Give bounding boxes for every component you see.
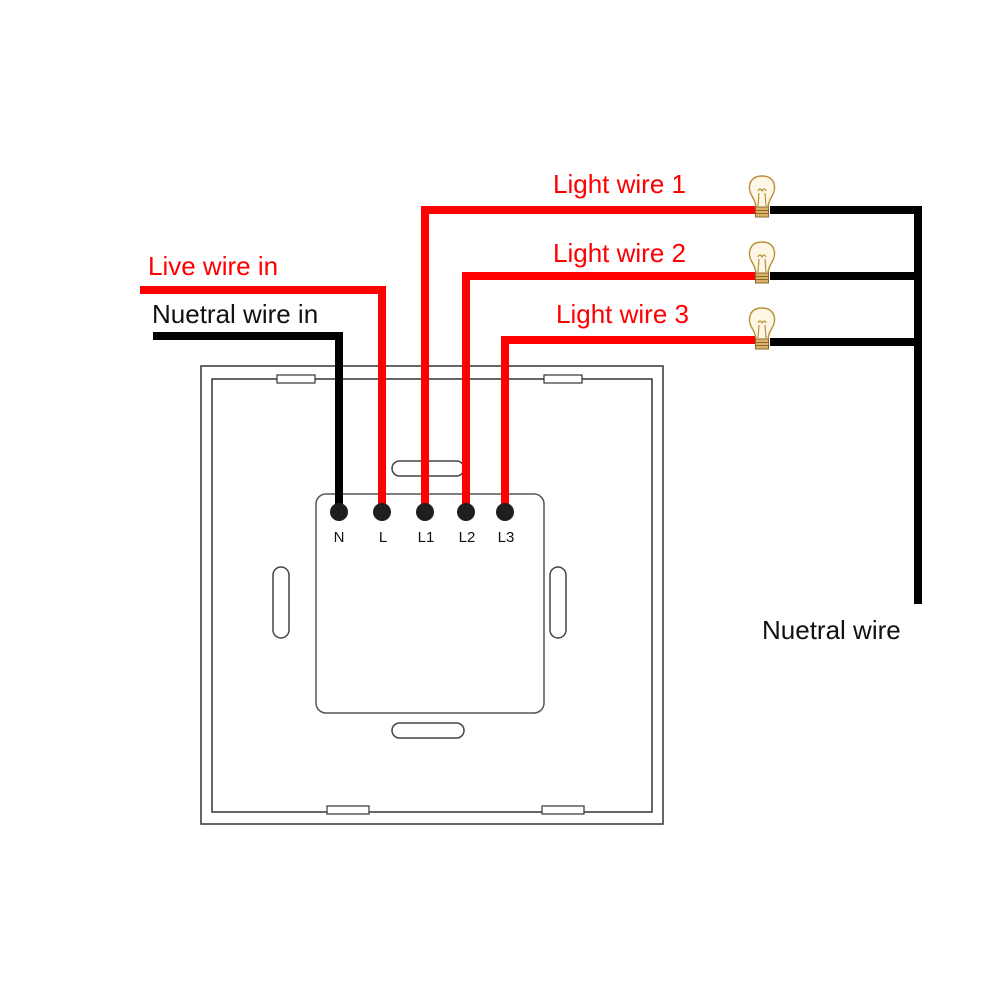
terminal-l (373, 503, 391, 521)
plate-outer-frame (200, 365, 664, 825)
live-in-wire (140, 286, 386, 511)
switch-plate (200, 365, 664, 825)
terminal-label-l3: L3 (498, 529, 515, 546)
terminal-label-l1: L1 (418, 529, 435, 546)
terminal-l2 (457, 503, 475, 521)
plate-slot-bottom (391, 722, 465, 739)
light-wire-3 (501, 336, 755, 511)
light-wire-3-label: Light wire 3 (556, 299, 689, 329)
plate-clip-bottom-right (541, 805, 585, 815)
terminal-label-n: N (334, 529, 345, 546)
terminal-n (330, 503, 348, 521)
plate-clip-top-left (276, 374, 316, 384)
light-wire-1 (421, 206, 755, 511)
plate-clip-bottom-left (326, 805, 370, 815)
neutral-wire-label: Nuetral wire (762, 615, 901, 645)
terminal-labels: N L L1 L2 L3 (334, 529, 515, 546)
neutral-in-wire (153, 332, 343, 511)
plate-inner-frame (211, 378, 653, 813)
neutral-wire-in-label: Nuetral wire in (152, 299, 318, 329)
terminals (330, 503, 514, 521)
plate-slot-left (272, 566, 290, 639)
light-wire-2 (462, 272, 755, 511)
terminal-l1 (416, 503, 434, 521)
light-wire-1-label: Light wire 1 (553, 169, 686, 199)
live-wire-in-label: Live wire in (148, 251, 278, 281)
terminal-label-l2: L2 (459, 529, 476, 546)
terminal-module (315, 493, 545, 714)
neutral-wires (153, 206, 922, 604)
plate-clip-top-right (543, 374, 583, 384)
terminal-label-l: L (379, 529, 387, 546)
plate-slot-right (549, 566, 567, 639)
terminal-l3 (496, 503, 514, 521)
light-wire-2-label: Light wire 2 (553, 238, 686, 268)
live-wires (140, 206, 755, 511)
